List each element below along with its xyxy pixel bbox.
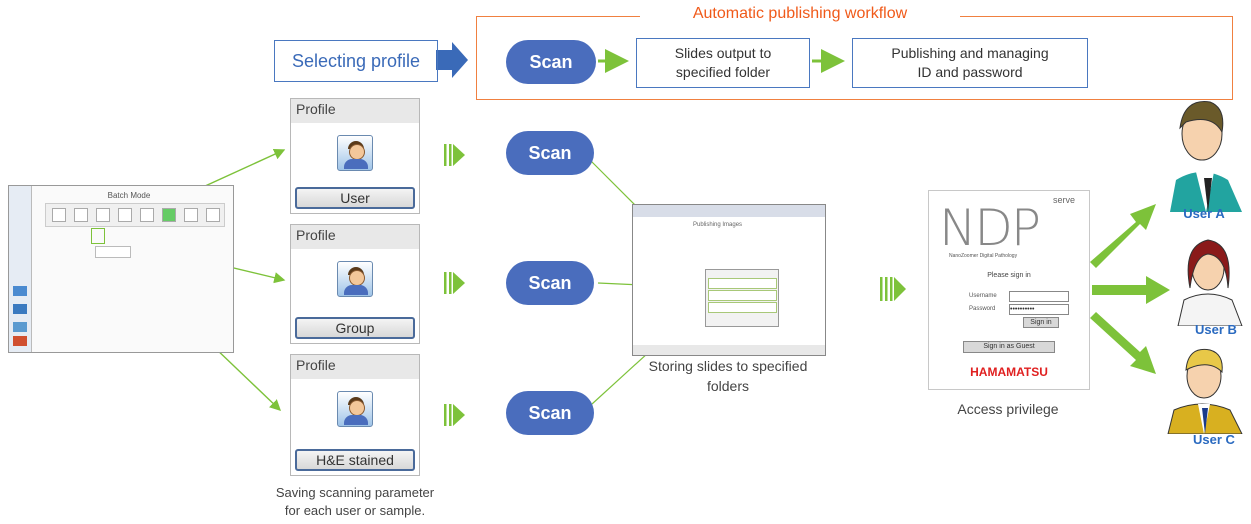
- toolbar-icon: [118, 208, 132, 222]
- please-sign-in: Please sign in: [987, 272, 1031, 279]
- profiles-caption: Saving scanning parameter for each user …: [240, 484, 470, 520]
- side-icon: [13, 322, 27, 332]
- arrow-to-user-c: [1090, 312, 1156, 374]
- ndp-serve-signin: NDP serve NanoZoomer Digital Pathology P…: [928, 190, 1090, 390]
- workflow-step-publishing-line2: ID and password: [917, 64, 1023, 80]
- batch-popup: [95, 246, 131, 258]
- profiles-caption-line2: for each user or sample.: [284, 503, 426, 518]
- profile-he-stained-button[interactable]: H&E stained: [295, 449, 415, 471]
- toolbar-icon: [140, 208, 154, 222]
- workflow-title: Automatic publishing workflow: [640, 5, 960, 23]
- chevron-group-4: [880, 277, 906, 301]
- chevron-group-2: [444, 272, 465, 294]
- hamamatsu-logo: HAMAMATSU: [970, 365, 1048, 379]
- arrow-to-user-a: [1090, 204, 1156, 268]
- profile-user-icon: [337, 261, 373, 297]
- storing-statusbar: [633, 345, 825, 355]
- workflow-step-publishing: Publishing and managing ID and password: [852, 38, 1088, 88]
- storing-titlebar: [633, 205, 825, 217]
- arrow-to-user-b: [1092, 276, 1170, 304]
- scan-pill-3: Scan: [506, 391, 594, 435]
- user-b-label: User B: [1195, 322, 1237, 337]
- profile-card-he-stained: Profile H&E stained: [290, 354, 420, 476]
- toolbar-icon: [162, 208, 176, 222]
- profile-group-button[interactable]: Group: [295, 317, 415, 339]
- side-icon: [13, 286, 27, 296]
- storing-folder-panel: [705, 269, 779, 327]
- ndp-subtitle: NanoZoomer Digital Pathology: [949, 253, 1018, 259]
- workflow-step-publishing-line1: Publishing and managing: [891, 45, 1049, 61]
- chevron-group-3: [444, 404, 465, 426]
- scan-pill-2: Scan: [506, 261, 594, 305]
- profile-header: Profile: [291, 99, 419, 123]
- password-label: Password: [969, 306, 996, 312]
- user-c-figure: [1167, 348, 1243, 434]
- profile-user-icon: [337, 135, 373, 171]
- profile-user-icon: [337, 391, 373, 427]
- storing-screenshot: Publishing Images: [632, 204, 826, 356]
- storing-caption: Storing slides to specified folders: [620, 356, 836, 396]
- user-a-label: User A: [1183, 206, 1225, 221]
- folder-row: [708, 302, 777, 313]
- workflow-scan-pill: Scan: [506, 40, 596, 84]
- username-label: Username: [969, 293, 997, 299]
- storing-caption-line1: Storing slides to specified: [648, 358, 808, 374]
- sign-in-button[interactable]: Sign in: [1023, 317, 1059, 328]
- user-a-figure: [1170, 101, 1242, 212]
- toolbar-icon: [184, 208, 198, 222]
- ndp-serve-label: serve: [1053, 195, 1076, 205]
- chevron-group-1: [444, 144, 465, 166]
- toolbar-icon: [52, 208, 66, 222]
- username-field[interactable]: [1009, 291, 1069, 302]
- profiles-caption-line1: Saving scanning parameter: [275, 485, 435, 500]
- select-profile-arrow: [436, 42, 468, 78]
- batch-selected-slot: [91, 228, 105, 244]
- sign-in-guest-button[interactable]: Sign in as Guest: [963, 341, 1055, 353]
- selecting-profile-box: Selecting profile: [274, 40, 438, 82]
- workflow-step-output-line2: specified folder: [675, 64, 771, 80]
- access-caption: Access privilege: [957, 401, 1059, 417]
- profile-header: Profile: [291, 225, 419, 249]
- workflow-step-output-line1: Slides output to: [674, 45, 772, 61]
- password-field[interactable]: ••••••••••: [1009, 304, 1069, 315]
- profile-card-user: Profile User: [290, 98, 420, 214]
- user-c-label: User C: [1193, 432, 1235, 447]
- ndp-logo: NDP: [939, 199, 1041, 257]
- storing-caption-line2: folders: [706, 378, 750, 394]
- batch-toolbar: [45, 203, 225, 227]
- user-b-figure: [1177, 239, 1243, 326]
- workflow-step-output: Slides output to specified folder: [636, 38, 810, 88]
- toolbar-icon: [206, 208, 220, 222]
- toolbar-icon: [74, 208, 88, 222]
- batch-mode-title: Batch Mode: [107, 191, 151, 200]
- batch-mode-screenshot: Batch Mode: [8, 185, 234, 353]
- storing-title: Publishing Images: [693, 222, 743, 228]
- profile-header: Profile: [291, 355, 419, 379]
- toolbar-icon: [96, 208, 110, 222]
- folder-row: [708, 290, 777, 301]
- side-icon: [13, 304, 27, 314]
- side-icon: [13, 336, 27, 346]
- profile-card-group: Profile Group: [290, 224, 420, 344]
- scan-pill-1: Scan: [506, 131, 594, 175]
- profile-user-button[interactable]: User: [295, 187, 415, 209]
- folder-row: [708, 278, 777, 289]
